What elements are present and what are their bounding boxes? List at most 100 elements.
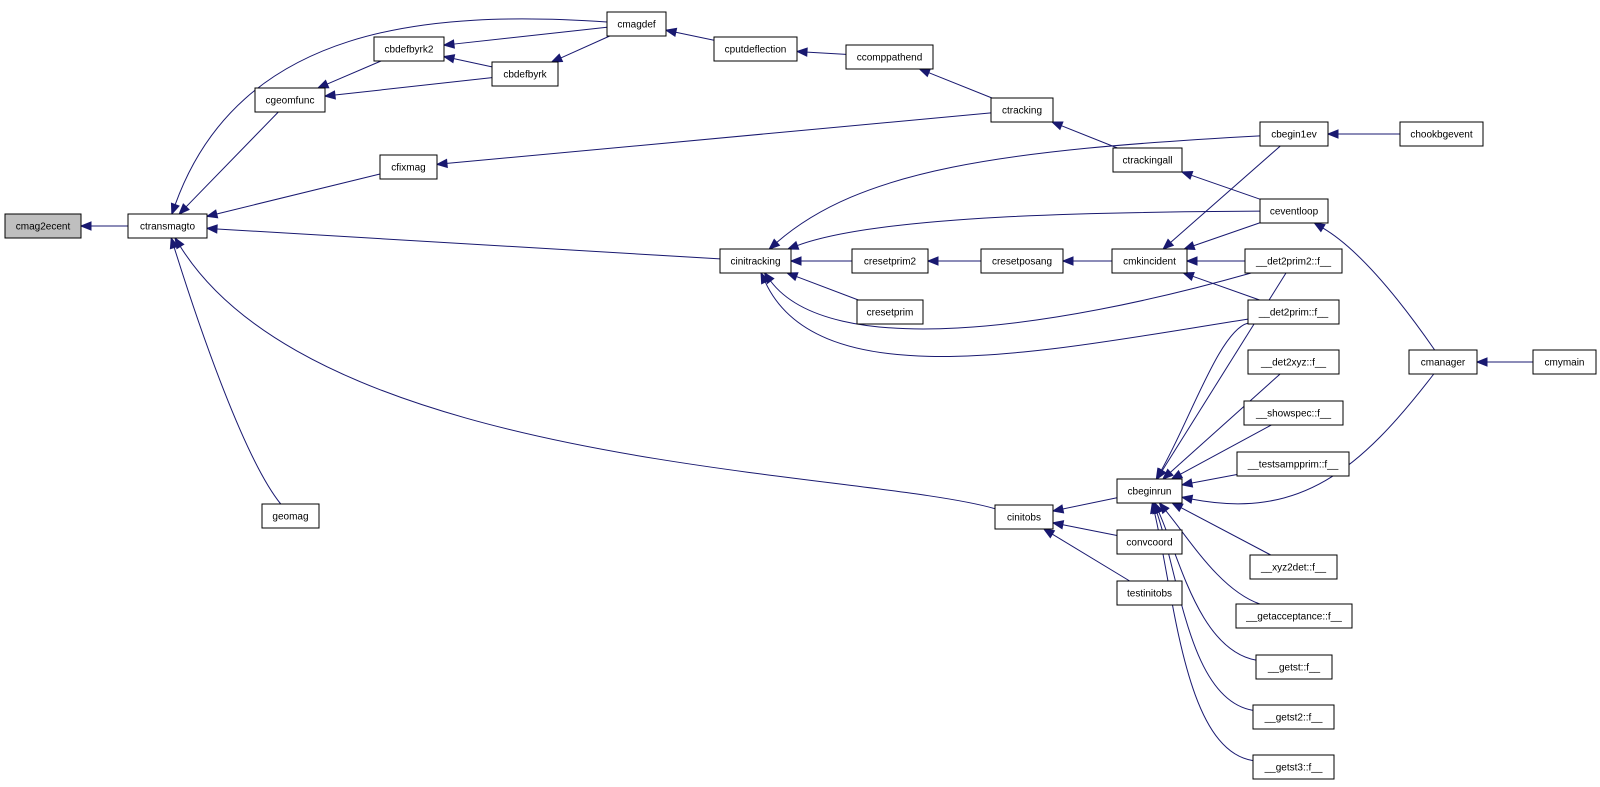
node-box	[1259, 198, 1329, 224]
node-box	[1252, 704, 1335, 730]
node-cmkincident[interactable]: cmkincident	[1111, 248, 1188, 274]
call-edge-cmanager-to-ceventloop	[1313, 222, 1436, 351]
node-cmagdef[interactable]: cmagdef	[606, 11, 667, 37]
call-edge-ceventloop-to-cinitracking	[786, 210, 1261, 250]
node-cmymain[interactable]: cmymain	[1532, 349, 1597, 375]
node-cbeginrun[interactable]: cbeginrun	[1116, 478, 1183, 504]
node-label: cresetprim	[867, 308, 914, 319]
node-label: __testsampprim::f__	[1247, 460, 1339, 471]
call-edge-cbegin1ev-to-cmkincident	[1162, 145, 1281, 250]
edge-line	[1193, 222, 1261, 247]
edge-arrowhead	[316, 79, 330, 89]
node-cbdefbyrk[interactable]: cbdefbyrk	[491, 61, 559, 87]
node-box	[606, 11, 667, 37]
edge-arrowhead	[1326, 129, 1339, 139]
node-box	[127, 213, 208, 239]
edge-arrowhead	[1051, 504, 1065, 514]
call-edge-ceventloop-to-ctrackingall	[1180, 170, 1261, 200]
edge-arrowhead	[205, 224, 218, 234]
edge-arrowhead	[1158, 501, 1170, 515]
edge-line	[216, 228, 721, 260]
node-ccomppathend[interactable]: ccomppathend	[845, 44, 934, 70]
node-convcoord[interactable]: convcoord	[1116, 529, 1183, 555]
node-box	[1249, 554, 1338, 580]
edge-line	[1191, 174, 1261, 200]
edge-line	[764, 281, 1249, 357]
node-cfixmag[interactable]: cfixmag	[379, 154, 438, 180]
edge-arrowhead	[1155, 467, 1166, 481]
node-cresetprim[interactable]: cresetprim	[856, 299, 924, 325]
edge-line	[1170, 145, 1281, 243]
node-box	[491, 61, 559, 87]
edge-arrowhead	[1050, 121, 1064, 131]
node-xyz2det[interactable]: __xyz2det::f__	[1249, 554, 1338, 580]
node-geomag[interactable]: geomag	[261, 503, 320, 529]
node-getst[interactable]: __getst::f__	[1255, 654, 1333, 680]
node-cgeomfunc[interactable]: cgeomfunc	[254, 87, 326, 113]
node-cinitracking[interactable]: cinitracking	[719, 248, 792, 274]
node-det2prim[interactable]: __det2prim::f__	[1247, 299, 1340, 325]
node-box	[851, 248, 929, 274]
node-cmanager[interactable]: cmanager	[1408, 349, 1478, 375]
call-edge-ctracking-to-ccomppathend	[918, 68, 993, 99]
edge-arrowhead	[178, 203, 190, 215]
edge-arrowhead	[1313, 222, 1326, 233]
edge-line	[928, 72, 993, 99]
call-edge-cmagdef-to-ctransmagto	[170, 18, 608, 216]
node-chookbgevent[interactable]: chookbgevent	[1399, 121, 1484, 147]
node-det2prim2[interactable]: __det2prim2::f__	[1244, 248, 1343, 274]
node-ctrackingall[interactable]: ctrackingall	[1112, 147, 1183, 173]
node-label: cmagdef	[617, 20, 656, 31]
node-cresetposang[interactable]: cresetposang	[980, 248, 1064, 274]
call-edge-cmagdef-to-cbdefbyrk	[550, 35, 610, 63]
node-cbegin1ev[interactable]: cbegin1ev	[1259, 121, 1329, 147]
node-cputdeflection[interactable]: cputdeflection	[713, 36, 798, 62]
edge-arrowhead	[1180, 478, 1194, 488]
call-edge-convcoord-to-cinitobs	[1051, 520, 1118, 537]
edge-line	[1062, 497, 1118, 510]
node-showspec[interactable]: __showspec::f__	[1243, 400, 1344, 426]
call-edge-cinitobs-to-ctransmagto	[174, 236, 996, 510]
node-label: ccomppathend	[857, 53, 923, 64]
node-ctracking[interactable]: ctracking	[990, 97, 1054, 123]
node-label: cmag2ecent	[16, 222, 71, 233]
node-testsampprim[interactable]: __testsampprim::f__	[1236, 451, 1350, 477]
edge-line	[675, 31, 715, 41]
node-cresetprim2[interactable]: cresetprim2	[851, 248, 929, 274]
node-box	[1252, 754, 1335, 780]
edge-arrowhead	[442, 39, 455, 49]
node-label: cbeginrun	[1128, 487, 1172, 498]
edge-arrowhead	[1180, 494, 1194, 504]
node-getst3[interactable]: __getst3::f__	[1252, 754, 1335, 780]
node-ctransmagto[interactable]: ctransmagto	[127, 213, 208, 239]
node-testinitobs[interactable]: testinitobs	[1116, 580, 1183, 606]
node-label: __det2xyz::f__	[1260, 358, 1326, 369]
node-label: cgeomfunc	[266, 96, 315, 107]
node-box	[1116, 529, 1183, 555]
call-edge-testsampprim-to-cbeginrun	[1180, 474, 1238, 488]
node-label: cputdeflection	[725, 45, 787, 56]
node-box	[713, 36, 798, 62]
call-edge-cmanager-to-cbeginrun	[1180, 373, 1435, 505]
node-box	[261, 503, 320, 529]
node-getacceptance[interactable]: __getacceptance::f__	[1235, 603, 1353, 629]
node-box	[1243, 400, 1344, 426]
node-label: __det2prim::f__	[1258, 308, 1329, 319]
node-label: __det2prim2::f__	[1255, 257, 1331, 268]
call-edge-cmagdef-to-cbdefbyrk2	[442, 26, 608, 49]
node-det2xyz[interactable]: __det2xyz::f__	[1247, 349, 1340, 375]
edge-line	[1191, 373, 1435, 505]
edge-arrowhead	[795, 47, 808, 57]
node-ceventloop[interactable]: ceventloop	[1259, 198, 1329, 224]
node-label: convcoord	[1126, 538, 1172, 549]
node-cinitobs[interactable]: cinitobs	[994, 504, 1054, 530]
call-edge-chookbgevent-to-cbegin1ev	[1326, 129, 1400, 139]
node-cbdefbyrk2[interactable]: cbdefbyrk2	[373, 36, 445, 62]
edge-line	[770, 272, 1252, 330]
node-cmag2ecent[interactable]: cmag2ecent	[4, 213, 82, 239]
call-edge-xyz2det-to-cbeginrun	[1171, 502, 1271, 556]
call-edge-cresetposang-to-cresetprim2	[926, 256, 981, 266]
call-edge-det2prim2-to-cmkincident	[1185, 256, 1245, 266]
call-edge-cbdefbyrk-to-cgeomfunc	[323, 77, 493, 100]
node-getst2[interactable]: __getst2::f__	[1252, 704, 1335, 730]
